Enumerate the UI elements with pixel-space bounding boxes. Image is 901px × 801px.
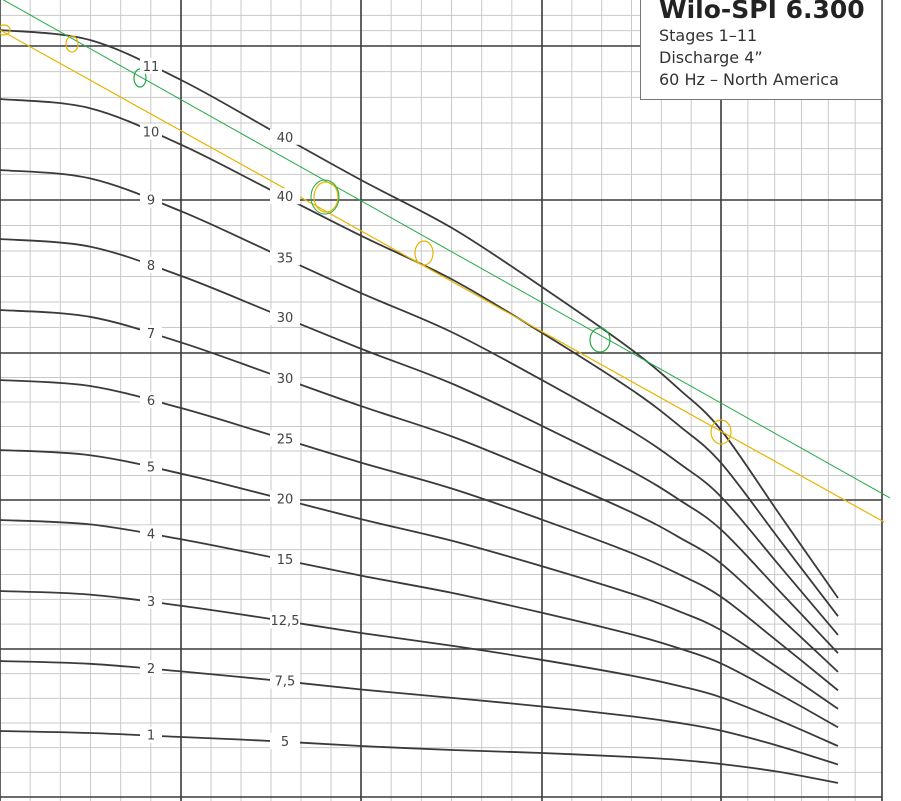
minor-grid bbox=[0, 0, 882, 801]
stage-label-bg bbox=[140, 525, 162, 542]
stage-curve bbox=[0, 169, 839, 636]
stage-label-bg bbox=[140, 391, 162, 408]
power-label-bg bbox=[270, 249, 300, 266]
stage-label-bg bbox=[140, 458, 162, 475]
stage-label: 1 bbox=[147, 729, 155, 744]
stage-curve bbox=[0, 98, 839, 617]
stage-label-bg bbox=[140, 726, 162, 743]
power-label-bg bbox=[270, 430, 300, 447]
stage-label: 9 bbox=[147, 193, 155, 208]
stage-label: 11 bbox=[143, 60, 160, 75]
stage-label-bg bbox=[140, 123, 162, 140]
curve-marker bbox=[65, 35, 79, 53]
stage-curve bbox=[0, 730, 839, 784]
stage-label: 5 bbox=[147, 461, 155, 476]
stage-label: 2 bbox=[147, 662, 155, 677]
stage-label-bg bbox=[140, 593, 162, 610]
stage-label-bg bbox=[140, 57, 162, 74]
stage-label: 7 bbox=[147, 327, 155, 342]
stage-curve bbox=[0, 29, 839, 599]
power-label: 15 bbox=[277, 553, 294, 568]
power-label: 30 bbox=[277, 372, 294, 387]
curve-marker bbox=[310, 179, 340, 215]
power-label: 35 bbox=[277, 251, 294, 266]
stage-curve bbox=[0, 379, 839, 692]
power-label-bg bbox=[270, 308, 300, 325]
curve-marker bbox=[313, 181, 339, 213]
power-label-bg bbox=[270, 732, 300, 749]
power-label-bg bbox=[270, 550, 300, 567]
legend-stages: Stages 1–11 bbox=[659, 26, 758, 45]
stage-label-bg bbox=[140, 191, 162, 208]
stage-curve bbox=[0, 449, 839, 710]
power-label-bg bbox=[270, 188, 300, 205]
best-efficiency-line bbox=[0, 29, 885, 523]
stage-label-bg bbox=[140, 659, 162, 676]
stage-label: 3 bbox=[147, 595, 155, 610]
stage-label-bg bbox=[140, 257, 162, 274]
power-label: 25 bbox=[277, 432, 294, 447]
chart-title: Wilo-SPI 6.300 bbox=[659, 0, 865, 24]
stage-curves bbox=[0, 29, 839, 784]
power-label-bg bbox=[270, 128, 300, 145]
power-label-bg bbox=[270, 370, 300, 387]
power-label-bg bbox=[270, 612, 300, 629]
curve-marker bbox=[589, 327, 611, 353]
power-label: 40 bbox=[277, 190, 294, 205]
legend-frequency: 60 Hz – North America bbox=[659, 70, 839, 89]
stage-curve bbox=[0, 309, 839, 673]
legend-discharge: Discharge 4” bbox=[659, 48, 763, 67]
stage-curve bbox=[0, 238, 839, 654]
max-efficiency-line bbox=[2, 0, 891, 499]
curve-marker bbox=[0, 24, 11, 36]
stage-label-bg bbox=[140, 324, 162, 341]
power-label: 5 bbox=[281, 735, 289, 750]
stage-curve bbox=[0, 519, 839, 729]
efficiency-lines bbox=[0, 0, 891, 523]
stage-label: 10 bbox=[143, 126, 160, 141]
power-label: 12,5 bbox=[271, 614, 300, 629]
power-label: 30 bbox=[277, 311, 294, 326]
curve-marker bbox=[710, 419, 732, 445]
stage-label: 4 bbox=[147, 527, 155, 542]
power-label: 40 bbox=[277, 131, 294, 146]
power-label: 7,5 bbox=[275, 674, 296, 689]
stage-label: 8 bbox=[147, 259, 155, 274]
curve-marker bbox=[414, 240, 434, 266]
power-label: 20 bbox=[277, 493, 294, 508]
power-label-bg bbox=[270, 490, 300, 507]
power-label-bg bbox=[270, 672, 300, 689]
chart-legend-box: Wilo-SPI 6.300 Stages 1–11 Discharge 4” … bbox=[640, 0, 882, 100]
stage-label: 6 bbox=[147, 394, 155, 409]
